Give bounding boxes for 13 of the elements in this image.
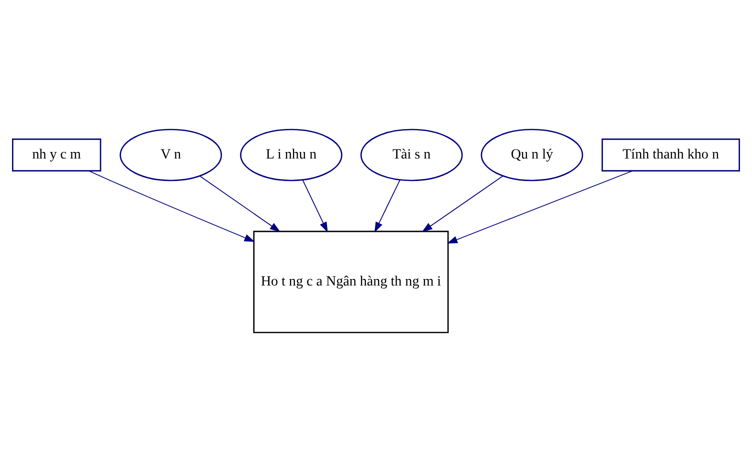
arrow [374,180,400,233]
arrow [199,176,280,232]
arrow [422,176,504,232]
node-ellipse: L i nhu n [240,128,342,182]
arrow [446,170,633,244]
node-ellipse: Qu n lý [480,128,584,182]
node-ellipse: Tài s n [360,128,463,182]
node-box: nh y c m [12,138,102,172]
node-box: Tính thanh kho n [602,138,740,172]
arrow [302,180,328,233]
arrow [88,170,255,242]
node-ellipse: V n [120,128,222,182]
node-box: Ho t ng c a Ngân hàng th ng m i [253,230,449,334]
